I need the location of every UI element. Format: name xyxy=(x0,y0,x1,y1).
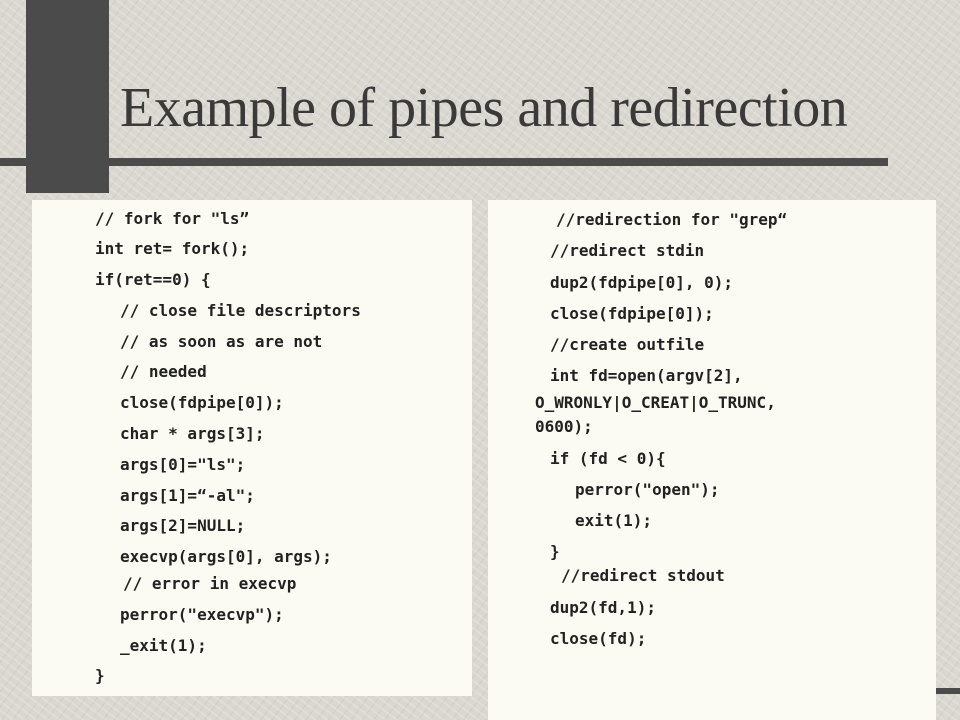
code-line: args[2]=NULL; xyxy=(120,516,246,535)
code-line: } xyxy=(550,542,560,561)
code-line: close(fdpipe[0]); xyxy=(120,393,284,412)
code-line: //redirect stdin xyxy=(550,241,705,260)
code-line: int ret= fork(); xyxy=(95,239,250,258)
right-code-panel: //redirection for "grep“ //redirect stdi… xyxy=(488,200,936,720)
code-line: args[1]=“-al"; xyxy=(120,486,255,505)
code-line: int fd=open(argv[2], xyxy=(550,366,743,385)
code-line: // needed xyxy=(120,362,207,381)
code-line: dup2(fdpipe[0], 0); xyxy=(550,273,734,292)
code-line: } xyxy=(95,666,105,685)
code-line: //create outfile xyxy=(550,335,705,354)
code-line: if(ret==0) { xyxy=(95,270,211,289)
code-line: close(fd); xyxy=(550,629,647,648)
code-line: O_WRONLY|O_CREAT|O_TRUNC, xyxy=(535,393,776,412)
left-code-panel: // fork for "ls” int ret= fork(); if(ret… xyxy=(32,200,472,696)
code-line: dup2(fd,1); xyxy=(550,598,656,617)
code-line: // fork for "ls” xyxy=(95,209,250,228)
slide-title: Example of pipes and redirection xyxy=(120,77,848,139)
code-line: exit(1); xyxy=(575,511,653,530)
code-line: //redirection for "grep“ xyxy=(556,210,788,229)
code-line: args[0]="ls"; xyxy=(120,455,246,474)
code-line: perror("execvp"); xyxy=(120,605,284,624)
title-rule xyxy=(0,158,888,166)
code-line: //redirect stdout xyxy=(561,566,725,585)
code-line: if (fd < 0){ xyxy=(550,449,666,468)
code-line: // as soon as are not xyxy=(120,332,323,351)
code-line: char * args[3]; xyxy=(120,424,265,443)
code-line: // close file descriptors xyxy=(120,301,361,320)
code-line: // error in execvp xyxy=(123,574,297,593)
code-line: execvp(args[0], args); xyxy=(120,547,332,566)
corner-bar xyxy=(936,688,960,694)
code-line: 0600); xyxy=(535,417,593,436)
code-line: perror("open"); xyxy=(575,480,720,499)
code-line: _exit(1); xyxy=(120,636,207,655)
code-line: close(fdpipe[0]); xyxy=(550,304,714,323)
